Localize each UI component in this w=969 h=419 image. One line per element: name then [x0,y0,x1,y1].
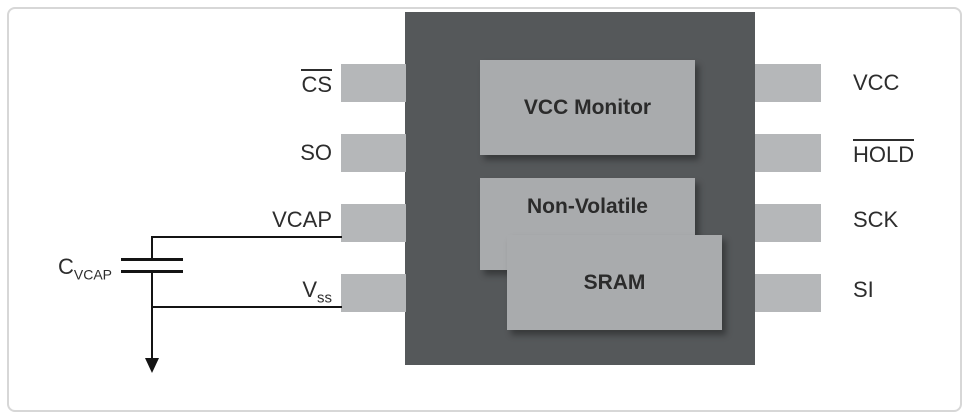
pin-label-so: SO [300,140,332,165]
vss-wire [152,306,342,308]
pin-label-sck: SCK [853,207,899,232]
pin-label-vcap: VCAP [272,207,332,232]
capacitor-top-wire [151,236,153,259]
capacitor-plate-bottom [121,270,183,273]
sram-block: SRAM [507,235,722,330]
vcap-wire [152,236,342,238]
pin-label-si: SI [853,277,874,302]
pin-hold [755,134,821,172]
capacitor-plate-top [121,258,183,261]
pin-vss [341,274,406,312]
pin-so [341,134,406,172]
capacitor-bottom-wire [151,273,153,359]
pin-sck [755,204,821,242]
non-volatile-label: Non-Volatile [527,195,648,218]
capacitor-label: CVCAP [57,254,112,283]
hold-overline-text: HOLD [853,139,915,167]
vcc-monitor-block: VCC Monitor [480,60,695,155]
pin-label-vcc: VCC [853,70,900,95]
pin-vcap [341,204,406,242]
ground-arrow-icon [145,358,159,373]
pin-cs [341,64,406,102]
pin-label-hold: HOLD [853,139,963,167]
pin-si [755,274,821,312]
pin-label-cs: CS [150,69,332,97]
pin-vcc [755,64,821,102]
pin-label-vss: Vss [302,277,332,307]
cs-overline-text: CS [301,69,332,97]
